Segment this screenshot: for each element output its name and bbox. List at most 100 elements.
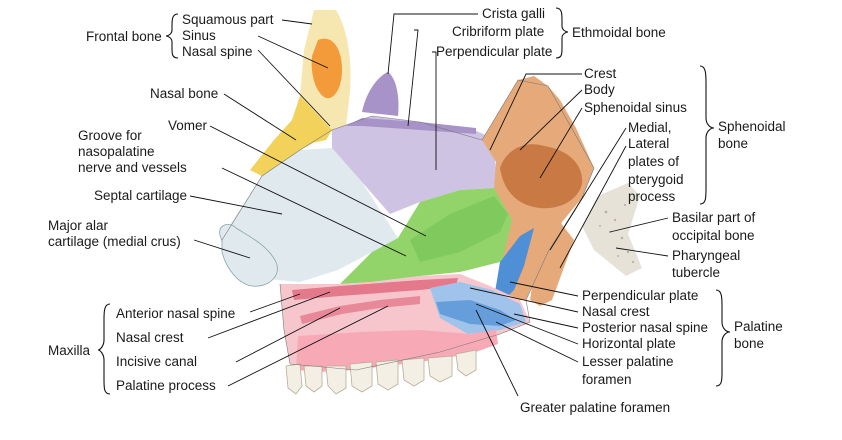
label-basilar-l2: occipital bone [672,228,755,243]
leader-nasal-bone [223,93,297,141]
leader-nasal-crest-pal [469,287,579,313]
braces [97,7,731,395]
label-posterior-nasal-spine: Posterior nasal spine [582,320,708,335]
label-nasal-bone: Nasal bone [150,86,218,101]
nasal-bone [250,120,322,176]
septum-outline [221,79,595,371]
labels: Frontal bone Squamous part Sinus Nasal s… [48,6,786,415]
tooth [455,349,477,377]
label-palatine-bone-l2: bone [734,336,764,351]
tooth [427,355,453,383]
label-incisive-canal: Incisive canal [116,354,197,369]
leader-crest [489,73,582,151]
palatine-perpendicular-plate [494,228,534,300]
label-crest: Crest [584,66,617,81]
brace-ethmoid [555,7,569,59]
label-maxilla: Maxilla [48,343,91,358]
label-cribriform-plate: Cribriform plate [452,24,544,39]
leader-nasal-spine [257,49,331,127]
palatine-horizontal-plate-dark [436,300,516,326]
label-major-alar-l2: cartilage (medial crus) [48,234,181,249]
tooth [325,365,347,395]
label-lesser-palatine-l1: Lesser palatine [582,354,674,369]
tooth [375,359,399,391]
leader-cribriform-plate [407,29,419,127]
label-medial-l1: Medial, [628,120,672,135]
label-perpendicular-plate-eth: Perpendicular plate [436,44,552,59]
label-perpendicular-plate-pal: Perpendicular plate [582,288,698,303]
label-medial-l5: process [628,189,676,204]
leader-vomer [209,125,427,237]
vomer-shade [410,196,508,262]
teeth [285,349,477,395]
occipital-texture [599,203,635,264]
leader-lesser-palatine [495,321,579,363]
leader-incisive-canal [235,307,341,363]
leader-sphenoidal-sinus [539,107,583,179]
label-greater-palatine-foramen: Greater palatine foramen [520,400,670,415]
label-lesser-palatine-l2: foramen [582,372,632,387]
leader-septal-cartilage [189,195,283,215]
label-frontal-bone: Frontal bone [86,29,162,44]
leader-anterior-nasal-spine [249,293,301,313]
ethmoid-perpendicular-plate [332,116,496,214]
leader-squamous-part [281,19,313,25]
vomer [340,188,520,284]
leader-nasal-crest-max [207,291,331,339]
occipital-basilar-part [582,183,642,276]
leader-body [519,89,583,151]
major-alar-cartilage [219,224,278,287]
frontal-sinus [311,38,342,99]
label-nasal-crest-max: Nasal crest [116,330,184,345]
label-vomer: Vomer [168,118,208,133]
leader-crista-galli [387,13,478,75]
leader-horizontal-plate [475,303,579,345]
leader-medial-lateral-plates [549,127,627,251]
crista-galli [362,72,399,116]
brace-frontal [165,13,179,59]
label-major-alar-l1: Major alar [48,218,109,233]
leader-perpendicular-plate-eth [432,51,437,170]
label-squamous-part: Squamous part [182,12,274,27]
leader-medial-lateral-plates-2 [559,145,627,269]
tooth [401,357,425,387]
label-body: Body [584,82,615,97]
anatomy-illustration [219,10,642,395]
label-sphenoidal-bone-l1: Sphenoidal [718,119,786,134]
label-pharyngeal-l2: tubercle [672,265,720,280]
leader-lines [189,13,669,397]
tooth [303,365,323,393]
leader-sinus [257,35,329,69]
label-groove-l1: Groove for [78,128,142,143]
label-nasal-crest-pal: Nasal crest [582,304,650,319]
label-palatine-process: Palatine process [116,378,216,393]
leader-posterior-nasal-spine [513,313,579,329]
label-palatine-bone-l1: Palatine [734,319,783,334]
label-medial-l2: Lateral [628,136,669,151]
leader-greater-palatine [475,309,519,397]
label-sphenoidal-bone-l2: bone [718,136,748,151]
label-horizontal-plate: Horizontal plate [582,336,676,351]
label-sphenoidal-sinus: Sphenoidal sinus [584,100,687,115]
leader-groove [221,167,407,257]
gum [296,330,498,372]
tooth [349,361,373,393]
label-pharyngeal-l1: Pharyngeal [672,248,740,263]
label-anterior-nasal-spine: Anterior nasal spine [116,306,235,321]
label-medial-l3: plates of [628,154,679,169]
label-crista-galli: Crista galli [482,6,545,21]
tooth [285,363,303,395]
label-nasal-spine: Nasal spine [182,44,253,59]
label-medial-l4: pterygoid [628,172,684,187]
leader-major-alar [193,239,251,259]
label-basilar-l1: Basilar part of [672,210,756,225]
leader-basilar [609,217,669,233]
leader-perpendicular-plate-pal [509,281,579,297]
label-septal-cartilage: Septal cartilage [94,188,187,203]
leader-pharyngeal [615,247,669,257]
incisive-canal [300,296,420,324]
label-groove-l2: nasopalatine [78,144,155,159]
label-ethmoidal-bone: Ethmoidal bone [572,25,666,40]
brace-palatine [715,289,731,387]
